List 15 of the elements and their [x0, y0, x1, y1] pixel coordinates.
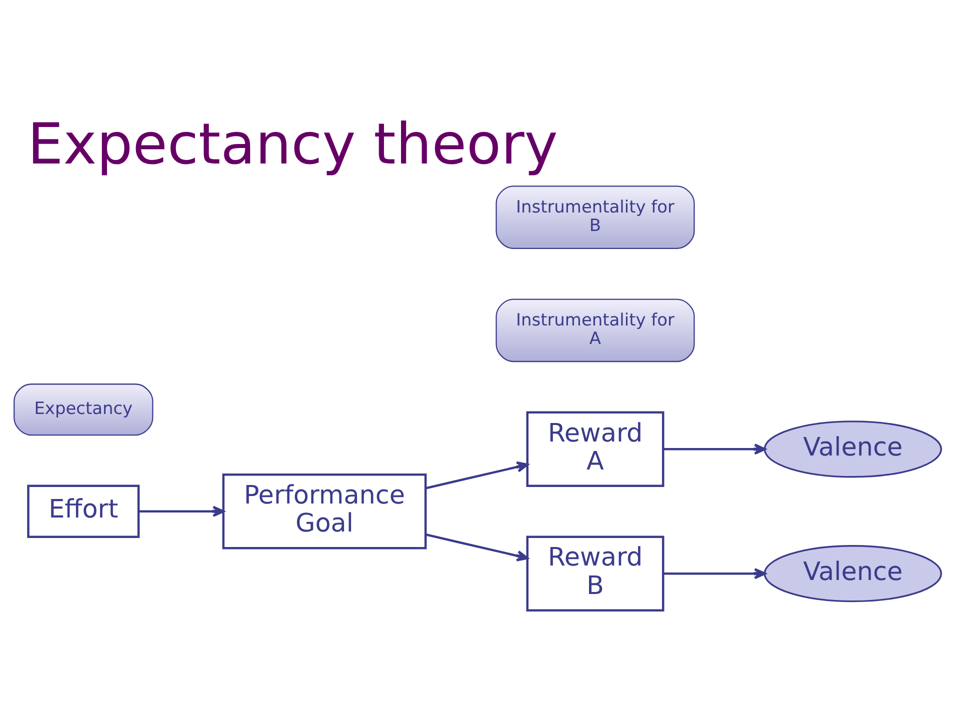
node-box: Effort	[27, 484, 140, 538]
node-box: Expectancy	[14, 384, 154, 436]
node-ellipse: Valence	[764, 420, 942, 478]
node-box: Instrumentality for A	[496, 298, 695, 362]
arrow	[664, 444, 766, 455]
node-box: Reward A	[526, 411, 664, 488]
arrow	[664, 568, 766, 580]
node-ellipse: Valence	[764, 545, 942, 602]
node-box: Performance Goal	[222, 473, 427, 550]
arrow	[138, 506, 224, 517]
node-box: Reward B	[526, 536, 664, 612]
arrow	[425, 533, 528, 562]
arrow	[425, 461, 528, 490]
diagram-title: Expectancy theory	[28, 112, 558, 178]
node-box: Instrumentality for B	[496, 186, 695, 249]
